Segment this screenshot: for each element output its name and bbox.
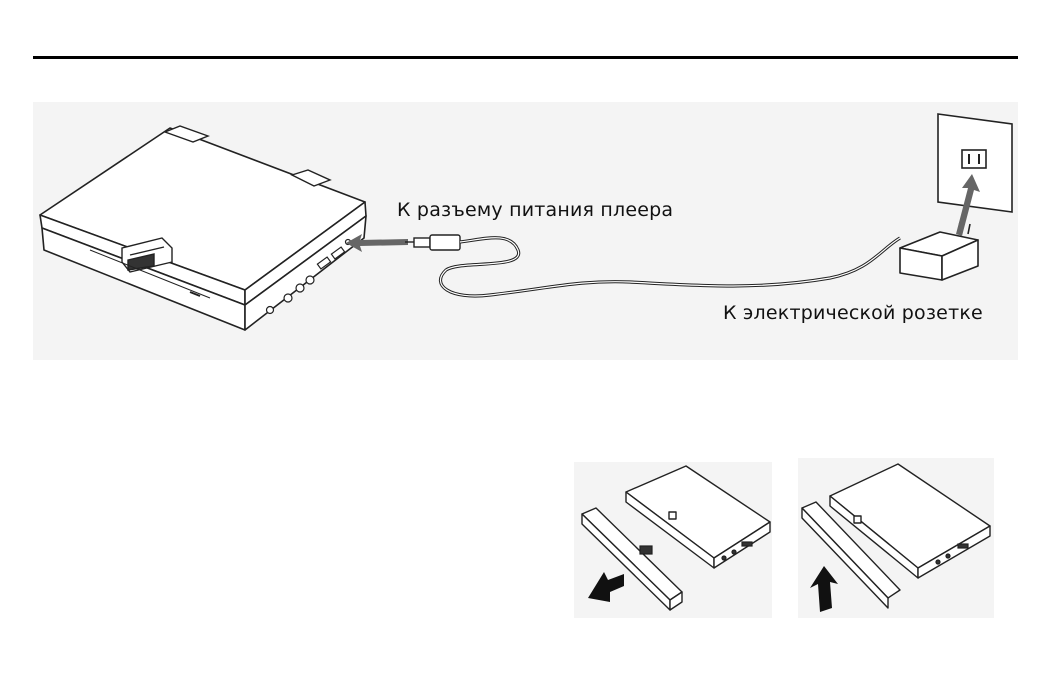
outlet-label: К электрической розетке bbox=[723, 302, 983, 324]
battery-attach-step1-illustration bbox=[574, 462, 772, 618]
battery-attach-step2-illustration bbox=[798, 458, 994, 618]
arrow-to-outlet-icon bbox=[948, 170, 982, 240]
top-rule bbox=[33, 56, 1018, 59]
portable-player-illustration bbox=[30, 120, 370, 340]
player-power-label: К разъему питания плеера bbox=[397, 199, 673, 221]
